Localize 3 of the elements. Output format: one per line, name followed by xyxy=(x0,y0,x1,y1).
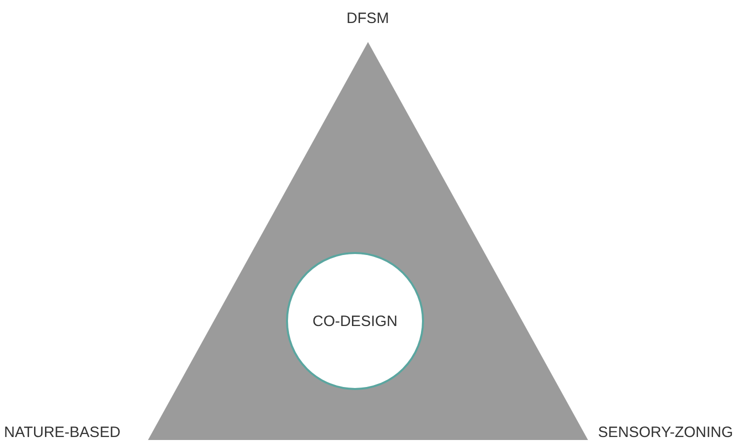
vertex-label: SENSORY-ZONING xyxy=(598,424,734,441)
vertex-label: DFSM xyxy=(346,10,389,27)
vertex-label: NATURE-BASED xyxy=(4,424,120,441)
